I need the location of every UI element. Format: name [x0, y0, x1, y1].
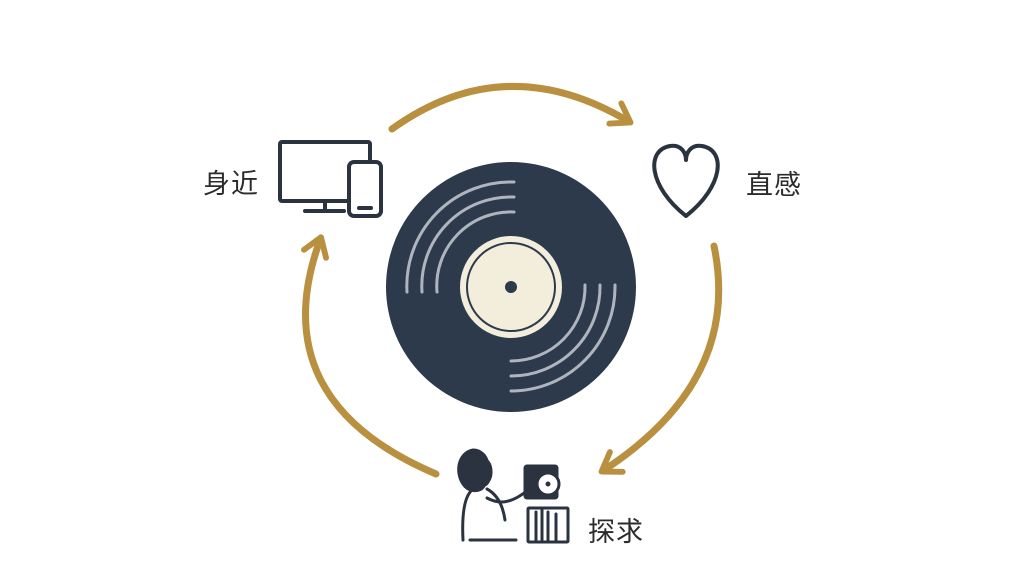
monitor-and-smartphone-icon	[278, 140, 383, 218]
arrow-right	[598, 242, 723, 475]
heart-icon	[652, 143, 720, 218]
label-intuitive: 直感	[746, 170, 802, 201]
arrow-top	[388, 82, 634, 133]
label-accessible: 身近	[203, 169, 259, 200]
label-explore: 探求	[588, 517, 644, 548]
person-holding-record-icon	[457, 448, 570, 544]
vinyl-record-icon	[386, 162, 636, 412]
arrow-left	[300, 234, 440, 478]
